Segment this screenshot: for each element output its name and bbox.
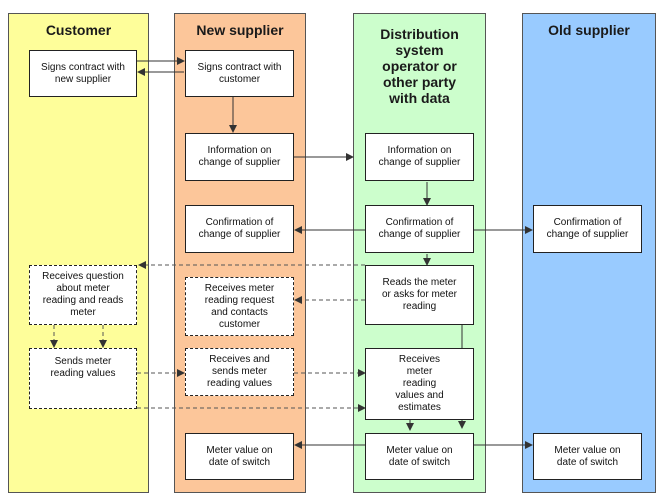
box-dso-reads-meter: Reads the meter or asks for meter readin… [365,265,474,325]
box-new-supplier-signs-contract: Signs contract with customer [185,50,294,97]
box-customer-receives-question: Receives question about meter reading an… [29,265,137,325]
lane-distribution-system-operator: Distribution system operator or other pa… [353,13,486,493]
box-old-supplier-confirmation: Confirmation of change of supplier [533,205,642,253]
box-new-supplier-information: Information on change of supplier [185,133,294,181]
box-customer-signs-contract: Signs contract with new supplier [29,50,137,97]
box-new-supplier-receives-and-sends: Receives and sends meter reading values [185,348,294,396]
box-dso-confirmation: Confirmation of change of supplier [365,205,474,253]
lane-title-distribution-system-operator: Distribution system operator or other pa… [380,26,459,106]
box-dso-information: Information on change of supplier [365,133,474,181]
lane-title-new-supplier: New supplier [196,22,284,38]
box-new-supplier-meter-value: Meter value on date of switch [185,433,294,480]
box-dso-meter-value: Meter value on date of switch [365,433,474,480]
lane-title-old-supplier: Old supplier [548,22,630,38]
lane-old-supplier: Old supplier [522,13,656,493]
box-new-supplier-receives-request: Receives meter reading request and conta… [185,277,294,336]
box-new-supplier-confirmation: Confirmation of change of supplier [185,205,294,253]
box-customer-sends-values: Sends meter reading values [29,348,137,409]
box-old-supplier-meter-value: Meter value on date of switch [533,433,642,480]
lane-title-customer: Customer [45,22,112,38]
box-dso-receives-values: Receives meter reading values and estima… [365,348,474,420]
